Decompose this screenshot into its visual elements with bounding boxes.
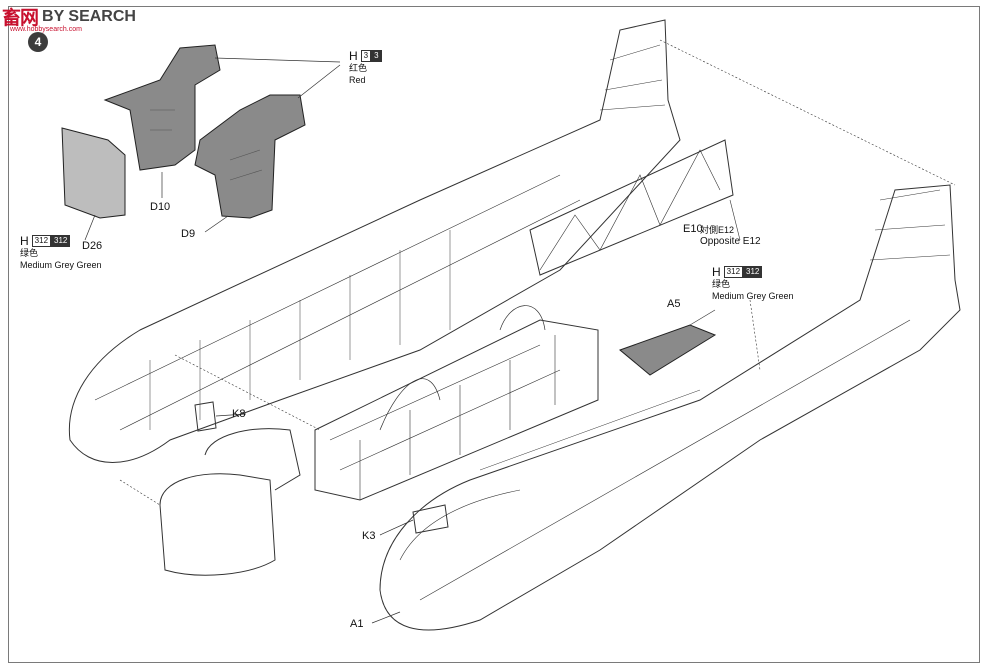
logo-text: BY SEARCH xyxy=(42,7,136,25)
part-d10 xyxy=(103,44,221,171)
paint-code-box-dark: 3 xyxy=(371,50,382,62)
seat-part-lower xyxy=(159,473,276,576)
page-frame xyxy=(8,6,980,663)
right-fuselage-half xyxy=(379,184,961,631)
part-label-k8: K8 xyxy=(232,408,246,420)
part-label-a5: A5 xyxy=(667,298,681,310)
part-label-e10: E10 xyxy=(683,223,703,235)
cockpit-frame xyxy=(314,319,599,501)
plate-k8 xyxy=(194,401,217,432)
part-d9 xyxy=(194,94,306,219)
left-fuselage-half xyxy=(68,19,681,463)
part-label-d26: D26 xyxy=(82,240,103,252)
paint-code-box-dark: 312 xyxy=(51,235,71,247)
paint-prefix: H xyxy=(712,265,721,279)
part-d26 xyxy=(61,127,126,219)
e10-note-en: Opposite E12 xyxy=(700,236,761,247)
logo-url: www.hobbysearch.com xyxy=(10,26,82,33)
paint-name-en: Medium Grey Green xyxy=(20,260,102,270)
paint-name-cn: 绿色 xyxy=(712,279,731,289)
paint-name-en: Red xyxy=(349,75,366,85)
truss-panel-e10 xyxy=(529,139,734,276)
site-logo: 畜网 BY SEARCH www.hobbysearch.com xyxy=(2,3,136,33)
paint-callout-green-right: H 312 312 绿色 Medium Grey Green xyxy=(712,266,794,302)
paint-name-en: Medium Grey Green xyxy=(712,291,794,301)
paint-code-box-dark: 312 xyxy=(743,266,763,278)
step-number-badge: 4 xyxy=(28,32,48,52)
paint-prefix: H xyxy=(20,234,29,248)
e10-note: 対側E12 xyxy=(700,224,734,236)
part-label-k3: K3 xyxy=(362,530,376,542)
paint-callout-red: H 3 3 红色 Red xyxy=(349,50,382,86)
paint-code-box: 3 xyxy=(360,50,372,62)
floor-plate-a5 xyxy=(619,324,717,376)
logo-chinese: 畜网 xyxy=(2,7,39,29)
part-label-d9: D9 xyxy=(181,228,196,240)
e10-note-cn: 対側E12 xyxy=(700,225,735,235)
paint-name-cn: 绿色 xyxy=(20,248,39,258)
paint-prefix: H xyxy=(349,49,358,63)
part-label-d10: D10 xyxy=(150,201,171,213)
part-label-a1: A1 xyxy=(350,618,364,630)
paint-callout-green-left: H 312 312 绿色 Medium Grey Green xyxy=(20,235,102,271)
paint-code-box: 312 xyxy=(31,235,52,247)
paint-code-box: 312 xyxy=(723,266,744,278)
paint-name-cn: 红色 xyxy=(349,63,368,73)
plate-k3 xyxy=(412,504,449,534)
